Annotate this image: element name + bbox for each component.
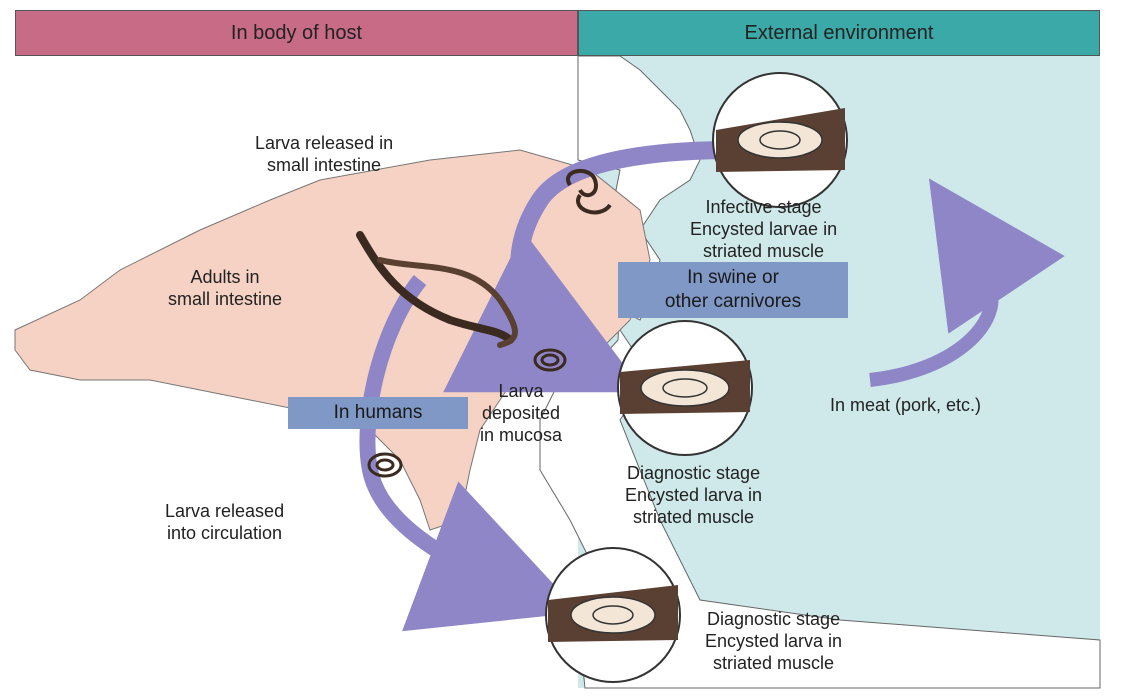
environment-header: External environment	[578, 10, 1100, 56]
diagnostic-cyst-circle-1	[618, 321, 752, 455]
label-infective-stage: Infective stage Encysted larvae in stria…	[690, 196, 837, 262]
label-diagnostic-stage-2: Diagnostic stage Encysted larva in stria…	[705, 608, 842, 674]
box-humans: In humans	[288, 397, 468, 429]
diagnostic-cyst-circle-2	[546, 548, 680, 682]
label-adults: Adults in small intestine	[168, 266, 282, 310]
label-in-meat: In meat (pork, etc.)	[830, 394, 981, 416]
label-larva-circulation: Larva released into circulation	[165, 500, 284, 544]
box-swine: In swine or other carnivores	[618, 262, 848, 318]
infective-cyst-circle	[713, 73, 847, 207]
label-larva-released-intestine: Larva released in small intestine	[255, 132, 393, 176]
label-diagnostic-stage-1: Diagnostic stage Encysted larva in stria…	[625, 462, 762, 528]
host-header: In body of host	[15, 10, 578, 56]
label-larva-deposited: Larva deposited in mucosa	[480, 380, 562, 446]
